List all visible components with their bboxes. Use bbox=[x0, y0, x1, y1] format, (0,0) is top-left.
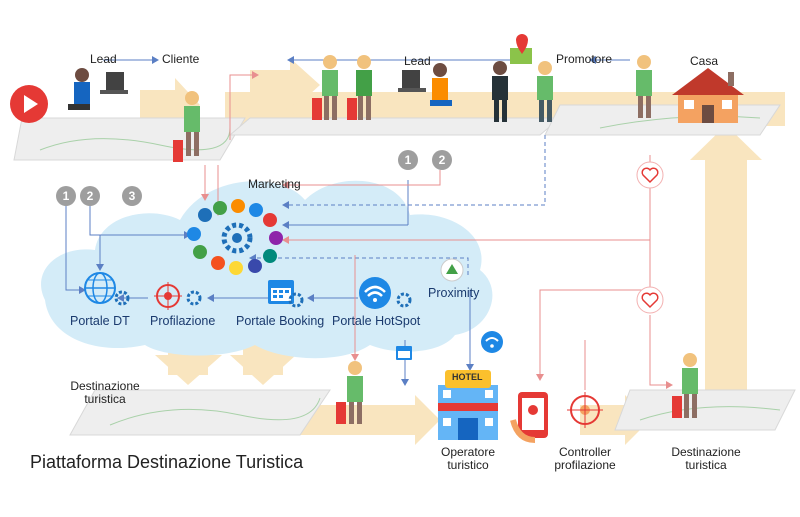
globe-icon bbox=[84, 272, 116, 304]
link-red-up bbox=[229, 71, 259, 140]
road-1 bbox=[39, 127, 231, 151]
gear-icon bbox=[288, 292, 304, 308]
link-badge2-marketing bbox=[89, 200, 191, 239]
cloud-platform bbox=[41, 180, 493, 359]
people bbox=[68, 55, 698, 424]
promotore-person-icon bbox=[492, 61, 553, 122]
label-portale-booking: Portale Booking bbox=[236, 314, 325, 328]
platform-bottom-left bbox=[69, 389, 331, 436]
heart-icon bbox=[636, 286, 664, 314]
label-lead-left: Lead bbox=[90, 52, 117, 66]
flow-arrow-bottom-1 bbox=[415, 395, 440, 445]
label-controller: Controller profilazione bbox=[554, 445, 616, 473]
gear-icon bbox=[396, 292, 412, 308]
tourist-icon bbox=[336, 361, 363, 424]
label-operatore-line1: Operatore bbox=[440, 445, 496, 459]
label-portale-hotspot: Portale HotSpot bbox=[332, 314, 421, 328]
label-destinazione-left-line2: turistica bbox=[84, 392, 126, 407]
marketing-hub bbox=[187, 199, 283, 275]
tourist-icon bbox=[173, 91, 200, 162]
hotel-sign: HOTEL bbox=[452, 372, 483, 382]
flow-arrow-down-left bbox=[155, 355, 222, 385]
label-cliente: Cliente bbox=[162, 52, 200, 66]
tourist-icon bbox=[347, 55, 372, 120]
lead-person-icon bbox=[68, 68, 128, 110]
step-badge-3: 3 bbox=[122, 186, 142, 206]
label-destinazione-right-line2: turistica bbox=[685, 458, 727, 473]
calendar-icon bbox=[268, 280, 294, 304]
label-portale-dt: Portale DT bbox=[70, 314, 130, 328]
target-icon bbox=[154, 282, 182, 310]
step-badge-top-2: 2 bbox=[432, 150, 452, 170]
tourist-icon bbox=[636, 55, 652, 118]
wifi-icon bbox=[481, 331, 503, 353]
phone-icon bbox=[510, 392, 548, 443]
platform-top-left bbox=[13, 117, 246, 161]
label-destinazione-left-line1: Destinazione bbox=[70, 379, 140, 393]
flow-arrow-down-mid bbox=[230, 355, 296, 385]
tourist-icon bbox=[672, 353, 698, 418]
link-badge1-portale bbox=[65, 200, 86, 294]
wifi-icon bbox=[359, 277, 391, 309]
label-controller-line1: Controller bbox=[558, 445, 612, 459]
label-lead-top: Lead bbox=[404, 54, 431, 68]
road-2 bbox=[109, 397, 321, 426]
flow-arrow-up bbox=[690, 125, 762, 160]
label-casa: Casa bbox=[690, 54, 719, 68]
marketing-central-gear-icon bbox=[221, 222, 253, 254]
platform-top-right bbox=[544, 104, 781, 136]
map-roads bbox=[39, 115, 781, 426]
target-icon bbox=[567, 392, 603, 428]
road-3 bbox=[639, 406, 781, 421]
tourist-icon bbox=[312, 55, 338, 120]
step-badge-top-1: 1 bbox=[398, 150, 418, 170]
flow-band-right-vertical bbox=[705, 160, 747, 390]
page-title: Piattaforma Destinazione Turistica bbox=[30, 452, 304, 472]
label-marketing: Marketing bbox=[248, 177, 301, 191]
gear-icon bbox=[114, 290, 130, 306]
calendar-icon bbox=[396, 346, 412, 360]
label-operatore-line2: turistico bbox=[447, 458, 489, 473]
play-icon[interactable] bbox=[10, 85, 48, 123]
step-badge-1: 1 bbox=[56, 186, 76, 206]
link-red-heart-dest bbox=[649, 315, 673, 389]
link-dashed-top bbox=[282, 135, 546, 209]
red-links bbox=[201, 71, 673, 390]
step-badge-2: 2 bbox=[80, 186, 100, 206]
platform-bottom-right bbox=[614, 389, 796, 431]
house-icon bbox=[672, 68, 744, 123]
hotel-icon bbox=[438, 370, 498, 440]
platform-top-middle bbox=[228, 117, 562, 136]
link-red-heart-phone bbox=[536, 155, 651, 381]
label-controller-line2: profilazione bbox=[554, 458, 616, 473]
label-operatore: Operatore turistico bbox=[440, 445, 496, 473]
link-dashed-proximity bbox=[249, 254, 469, 275]
gear-icon bbox=[186, 290, 202, 306]
label-proximity: Proximity bbox=[428, 286, 480, 300]
label-destinazione-left: Destinazione turistica bbox=[70, 379, 140, 407]
heart-icon bbox=[636, 161, 664, 189]
proximity-icon bbox=[440, 258, 464, 282]
label-destinazione-right-line1: Destinazione bbox=[671, 445, 741, 459]
link-red-badge2 bbox=[282, 170, 441, 189]
map-pin-icon bbox=[510, 34, 532, 64]
label-promotore: Promotore bbox=[556, 52, 613, 66]
marketing-service-icons bbox=[187, 199, 283, 275]
label-profilazione: Profilazione bbox=[150, 314, 216, 328]
lead-person-icon bbox=[398, 63, 452, 106]
label-destinazione-right: Destinazione turistica bbox=[671, 445, 741, 473]
